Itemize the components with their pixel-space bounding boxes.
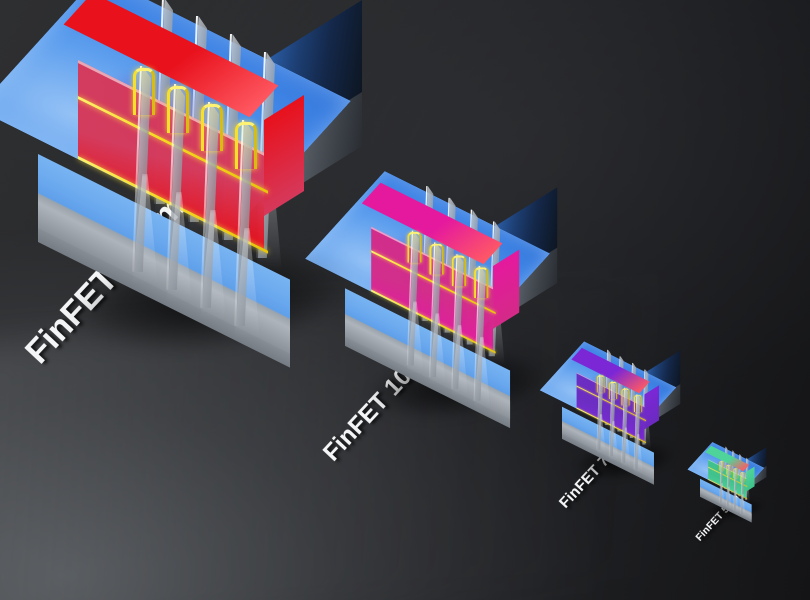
fin-blade-front: [621, 387, 631, 469]
device-14nm: [0, 0, 438, 368]
fin-cast-shadow: [740, 493, 746, 517]
oxide-fin-cap: [167, 86, 189, 133]
oxide-fin-cap: [621, 388, 630, 406]
fin-cast-shadow: [719, 482, 725, 506]
fin-cast-shadow: [621, 427, 631, 469]
fin-blade-front: [740, 471, 746, 517]
oxide-fin-cap: [726, 464, 731, 475]
fin-blade-front: [733, 468, 739, 514]
oxide-fin-cap: [633, 395, 642, 413]
oxide-fin-cap: [609, 381, 618, 400]
fin-blade-front: [719, 460, 725, 506]
fin-body: [474, 265, 486, 401]
fin-blade-front: [726, 464, 732, 510]
oxide-fin-cap: [719, 461, 724, 471]
fin-body: [719, 460, 724, 503]
finfet-structure: [539, 341, 708, 485]
fin-cast-shadow: [633, 433, 644, 475]
oxide-fin-cap: [235, 122, 257, 169]
finfet-structure: [687, 442, 782, 523]
fin-body: [422, 186, 434, 321]
fin-blade-front: [596, 374, 606, 455]
fin-body: [740, 471, 745, 515]
fin-body: [733, 468, 738, 511]
finfet-structure: [305, 171, 607, 429]
fin-cast-shadow: [641, 408, 652, 450]
oxide-fin-cap: [201, 104, 223, 151]
oxide-fin-cap: [740, 472, 745, 482]
fin-body: [430, 242, 442, 378]
fin-blade-front: [608, 381, 619, 462]
fin-cast-shadow: [744, 479, 751, 503]
device-10nm: [305, 171, 607, 429]
fin-body: [452, 254, 464, 390]
fin-cast-shadow: [596, 414, 606, 455]
fin-cast-shadow: [726, 486, 732, 510]
oxide-fin-cap: [733, 468, 738, 479]
oxide-fin-cap: [429, 243, 444, 275]
fin-body: [726, 464, 731, 507]
fin-body: [407, 230, 420, 366]
fin-blade-front: [633, 394, 644, 475]
fin-cast-shadow: [608, 420, 619, 462]
fin-body: [609, 381, 616, 457]
oxide-fin-cap: [133, 68, 155, 115]
device-7nm: [539, 341, 708, 485]
finfet-structure: [0, 0, 438, 368]
fin-body: [634, 394, 641, 470]
device-5nm: [687, 442, 782, 523]
oxide-fin-cap: [596, 375, 605, 393]
fin-cast-shadow: [733, 490, 739, 514]
oxide-fin-cap: [474, 267, 489, 299]
oxide-fin-cap: [451, 255, 467, 287]
fin-body: [597, 374, 604, 450]
fin-body: [621, 387, 629, 463]
